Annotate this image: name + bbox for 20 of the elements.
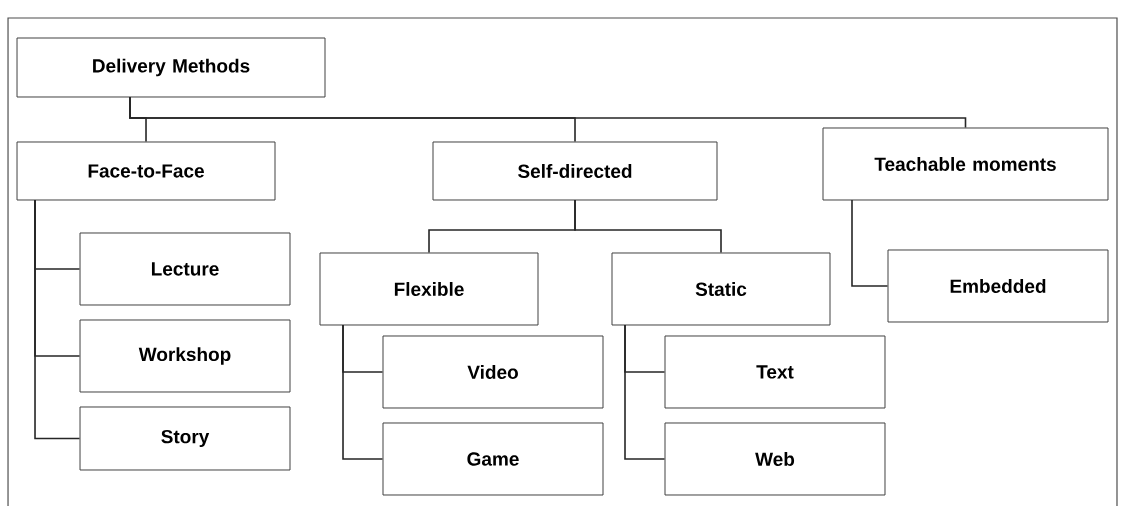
connector-line <box>34 199 81 440</box>
text-box: Text <box>664 335 886 409</box>
text-box: Story <box>79 406 291 471</box>
text-box: Web <box>664 422 886 496</box>
text-box: Self-directed <box>432 141 718 201</box>
text-box: Embedded <box>887 249 1109 323</box>
text-box: Game <box>382 422 604 496</box>
text-box: Lecture <box>79 232 291 306</box>
connector-line <box>851 199 889 287</box>
text-box: Teachable moments <box>822 127 1109 201</box>
text-box: Delivery Methods <box>16 37 326 98</box>
connector-line <box>574 199 722 254</box>
text-box: Face-to-Face <box>16 141 276 201</box>
connector-line <box>129 96 967 129</box>
text-box: Flexible <box>319 252 539 326</box>
text-box: Static <box>611 252 831 326</box>
text-box: Video <box>382 335 604 409</box>
text-box: Workshop <box>79 319 291 393</box>
connector-line <box>342 324 384 460</box>
connector-line <box>624 324 666 460</box>
